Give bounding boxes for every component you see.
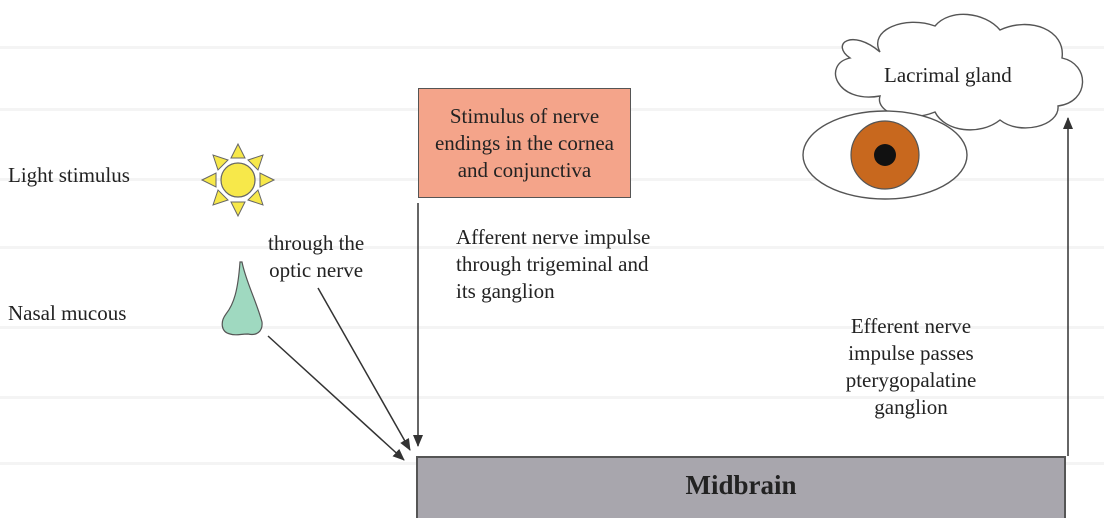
afferent-impulse-label: Afferent nerve impulse through trigemina… <box>456 224 650 305</box>
light-stimulus-label: Light stimulus <box>8 162 130 189</box>
optic-nerve-label: through the optic nerve <box>268 230 364 284</box>
lacrimal-gland-label: Lacrimal gland <box>884 62 1012 89</box>
efferent-impulse-label: Efferent nerve impulse passes pterygopal… <box>826 313 996 421</box>
sun-icon <box>202 144 274 216</box>
eye-icon <box>803 111 967 199</box>
nose-icon <box>222 262 262 335</box>
optic-nerve-arrow <box>318 288 410 450</box>
midbrain-label: Midbrain <box>418 470 1064 501</box>
nasal-arrow <box>268 336 404 460</box>
midbrain-box: Midbrain <box>416 456 1066 518</box>
nasal-mucous-label: Nasal mucous <box>8 300 126 327</box>
stimulus-box: Stimulus of nerve endings in the cornea … <box>418 88 631 198</box>
stimulus-box-label: Stimulus of nerve endings in the cornea … <box>425 103 625 184</box>
